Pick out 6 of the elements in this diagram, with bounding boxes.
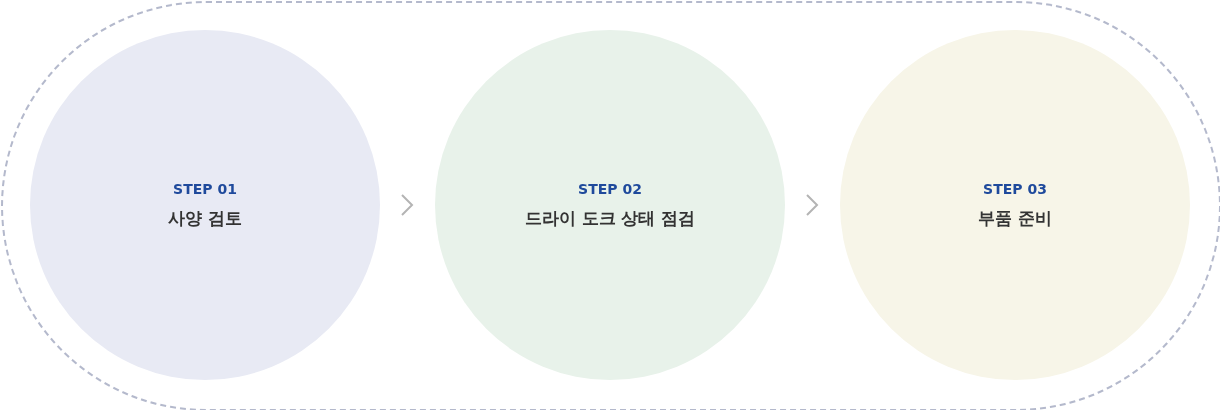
step-number: STEP 02 (578, 180, 642, 197)
step-title: 사양 검토 (168, 206, 242, 230)
step-title: 부품 준비 (978, 206, 1052, 230)
step-number: STEP 03 (983, 180, 1047, 197)
step-title: 드라이 도크 상태 점검 (524, 206, 696, 230)
step-number: STEP 01 (173, 180, 237, 197)
